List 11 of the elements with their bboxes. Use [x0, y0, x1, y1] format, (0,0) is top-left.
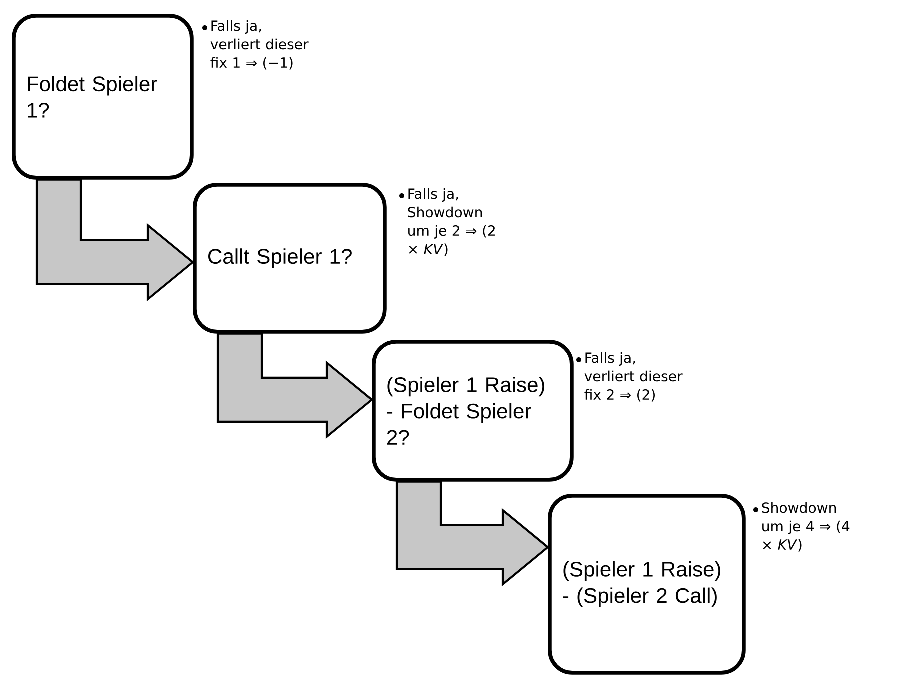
side-note: Showdown um je 4 ⇒ (4 × KV) [762, 502, 850, 552]
block-arrow [36, 178, 195, 302]
block-arrow [216, 332, 374, 440]
question-box: Callt Spieler 1? [193, 183, 387, 334]
side-note: Falls ja, verliert dieser fix 1 ⇒ (−1) [210, 20, 309, 70]
question-box: (Spieler 1 Raise) - (Spieler 2 Call) [548, 494, 746, 675]
question-box: (Spieler 1 Raise) - Foldet Spieler 2? [372, 340, 574, 482]
side-note: Falls ja, Showdown um je 2 ⇒ (2 × KV) [408, 188, 495, 256]
block-arrow [396, 480, 550, 587]
side-note: Falls ja, verliert dieser fix 2 ⇒ (2) [584, 352, 683, 402]
question-box: Foldet Spieler 1? [12, 14, 194, 180]
